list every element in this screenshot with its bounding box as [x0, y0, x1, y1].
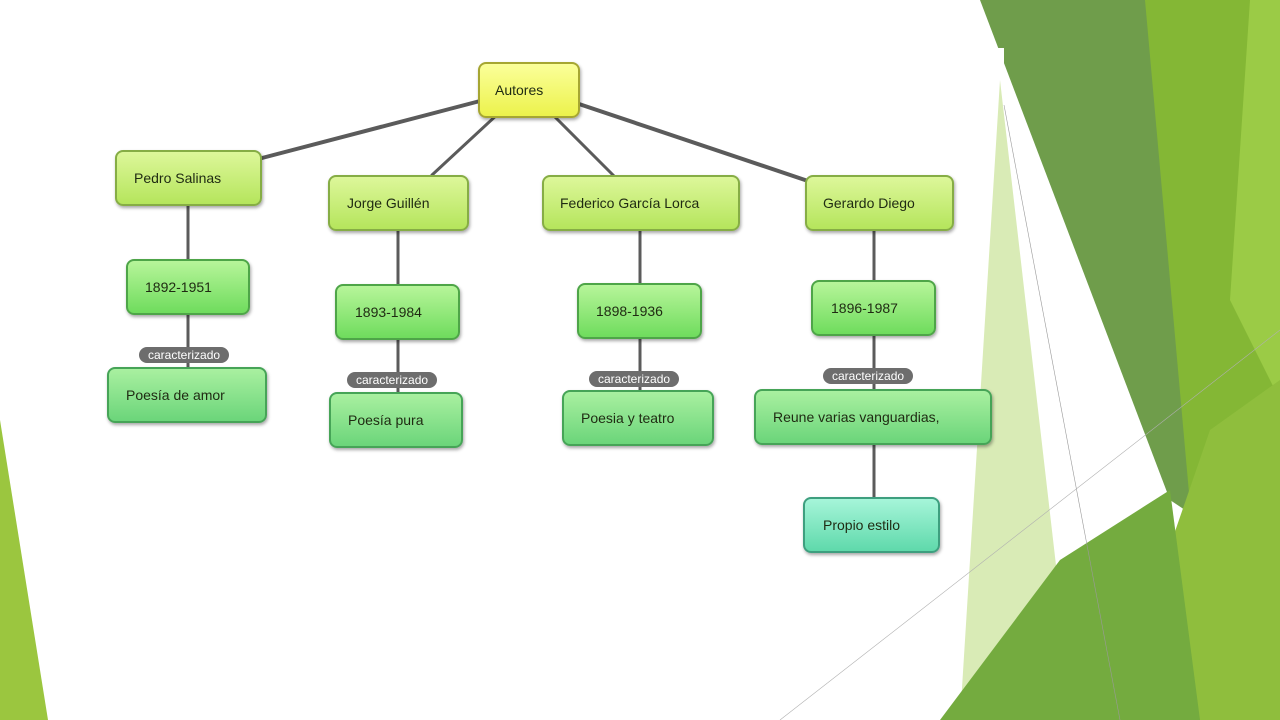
years-node-guillen[interactable]: 1893-1984: [335, 284, 460, 340]
thin-line-2: [779, 329, 1280, 720]
trait-node-salinas[interactable]: Poesía de amor: [107, 367, 267, 423]
right-bright-shape: [1230, 0, 1280, 400]
trait-node-guillen[interactable]: Poesía pura: [329, 392, 463, 448]
link-root-salinas: [260, 99, 482, 160]
author-node-guillen[interactable]: Jorge Guillén: [328, 175, 469, 231]
years-node-lorca[interactable]: 1898-1936: [577, 283, 702, 339]
left-green-stripe: [0, 420, 48, 720]
trait-node-diego[interactable]: Reune varias vanguardias,: [754, 389, 992, 445]
link-label-salinas: caracterizado: [139, 347, 230, 363]
root-node-autores[interactable]: Autores: [478, 62, 580, 118]
thin-line-1: [1003, 104, 1121, 720]
years-node-diego[interactable]: 1896-1987: [811, 280, 936, 336]
years-node-salinas[interactable]: 1892-1951: [126, 259, 250, 315]
author-node-diego[interactable]: Gerardo Diego: [805, 175, 954, 231]
link-root-diego: [577, 102, 810, 183]
author-node-salinas[interactable]: Pedro Salinas: [115, 150, 262, 206]
author-node-lorca[interactable]: Federico García Lorca: [542, 175, 740, 231]
link-label-lorca: caracterizado: [589, 371, 680, 387]
bottom-green-shape: [940, 490, 1200, 720]
trait-node-lorca[interactable]: Poesia y teatro: [562, 390, 714, 446]
link-label-guillen: caracterizado: [347, 372, 438, 388]
link-root-lorca: [552, 114, 616, 178]
link-label-diego: caracterizado: [823, 368, 914, 384]
link-root-guillen: [430, 110, 502, 177]
right-dark-shape: [980, 0, 1215, 530]
right-pale-shape: [960, 80, 1160, 720]
extra-node-diego[interactable]: Propio estilo: [803, 497, 940, 553]
white-notch: [990, 48, 1004, 70]
